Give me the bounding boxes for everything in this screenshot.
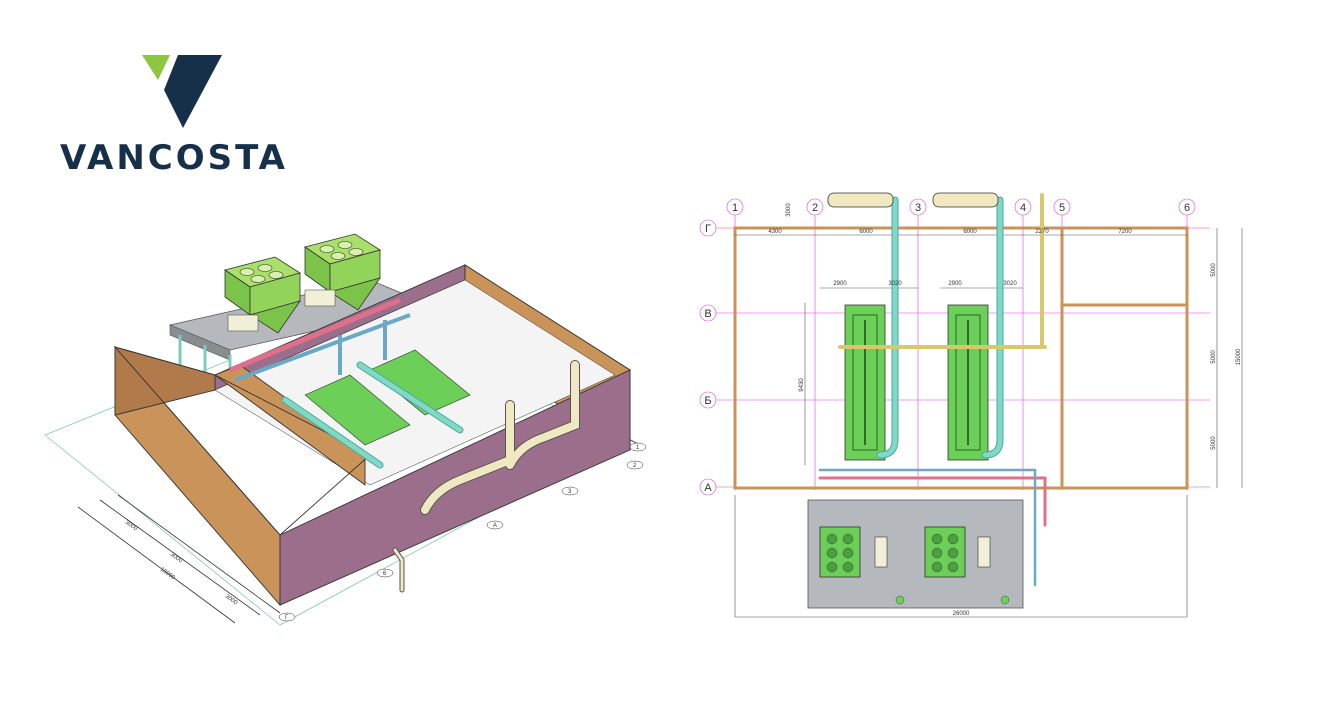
column-label-6: 6 [1184,202,1190,214]
plan-silencers [827,192,999,208]
plan-generator-left [844,304,886,461]
plan-outdoor-platform [807,499,1024,609]
column-label-4: 4 [1020,202,1026,214]
iso-dim-1: 3000 [124,520,139,533]
right-dim-3: 5000 [1211,436,1217,450]
row-label-b: Б [704,395,711,407]
plan-row-labels: Г В Б А [699,219,717,496]
iso-axis-marker-5: 6 [383,571,387,577]
top-dim-5: 7200 [1118,229,1132,235]
top-dim-3: 6000 [963,229,977,235]
iso-axis-marker-3: 2 [633,463,637,469]
top-dim-1: 4300 [768,229,782,235]
small-dim: 3000 [786,203,792,217]
iso-axis-markers: Г А 1 2 3 6 [278,442,647,622]
logo-mark-icon [142,55,222,128]
plan-generator-right [947,304,989,461]
plan-dimension-texts: 4300 6000 6000 2270 7200 2900 3020 2900 … [768,203,1242,617]
brand-name: VANCOSTA [60,138,288,178]
inner-dim-1: 2900 [833,281,847,287]
plan-dimension-lines [734,228,1243,618]
column-label-3: 3 [915,202,921,214]
iso-dimension-lines [77,436,641,624]
iso-dim-3: 15000 [159,567,177,582]
bottom-total-dim: 26000 [953,611,970,617]
dry-cooler-right [304,233,381,311]
column-label-2: 2 [812,202,818,214]
brand-logo: VANCOSTA [60,50,310,180]
iso-axis-marker-0: Г [285,615,289,621]
right-dim-2: 5000 [1211,350,1217,364]
top-dim-2: 6000 [859,229,873,235]
row-label-g: Г [705,223,711,235]
left-dim: 9430 [799,378,805,392]
plan-walls [733,226,1189,490]
inner-dim-4: 3020 [1003,281,1017,287]
iso-axis-marker-1: А [493,523,497,529]
dry-cooler-left [224,256,301,334]
row-label-a: А [704,482,712,494]
column-label-1: 1 [732,202,738,214]
right-dim-1: 5000 [1211,263,1217,277]
isometric-3d-view: 3000 3000 15000 3000 Г А 1 2 3 6 [44,233,647,626]
right-total-dim: 15000 [1236,348,1242,365]
iso-axis-marker-2: 1 [636,445,640,451]
iso-axis-marker-4: 3 [568,489,572,495]
row-label-v: В [704,308,711,320]
interior-equipment [229,297,471,469]
iso-dim-2: 3000 [169,552,184,565]
iso-dim-4: 3000 [224,594,239,607]
plan-pipes [818,193,1047,587]
inner-dim-3: 2900 [948,281,962,287]
inner-dim-2: 3020 [888,281,902,287]
building-walls [113,264,631,607]
floor-plan-view: 1 2 3 4 5 6 Г В Б А 4300 6000 6000 2270 … [699,192,1243,618]
plan-column-labels: 1 2 3 4 5 6 [726,198,1196,216]
column-label-5: 5 [1059,202,1065,214]
top-dim-4: 2270 [1035,229,1049,235]
exhaust-pipes [392,360,580,593]
